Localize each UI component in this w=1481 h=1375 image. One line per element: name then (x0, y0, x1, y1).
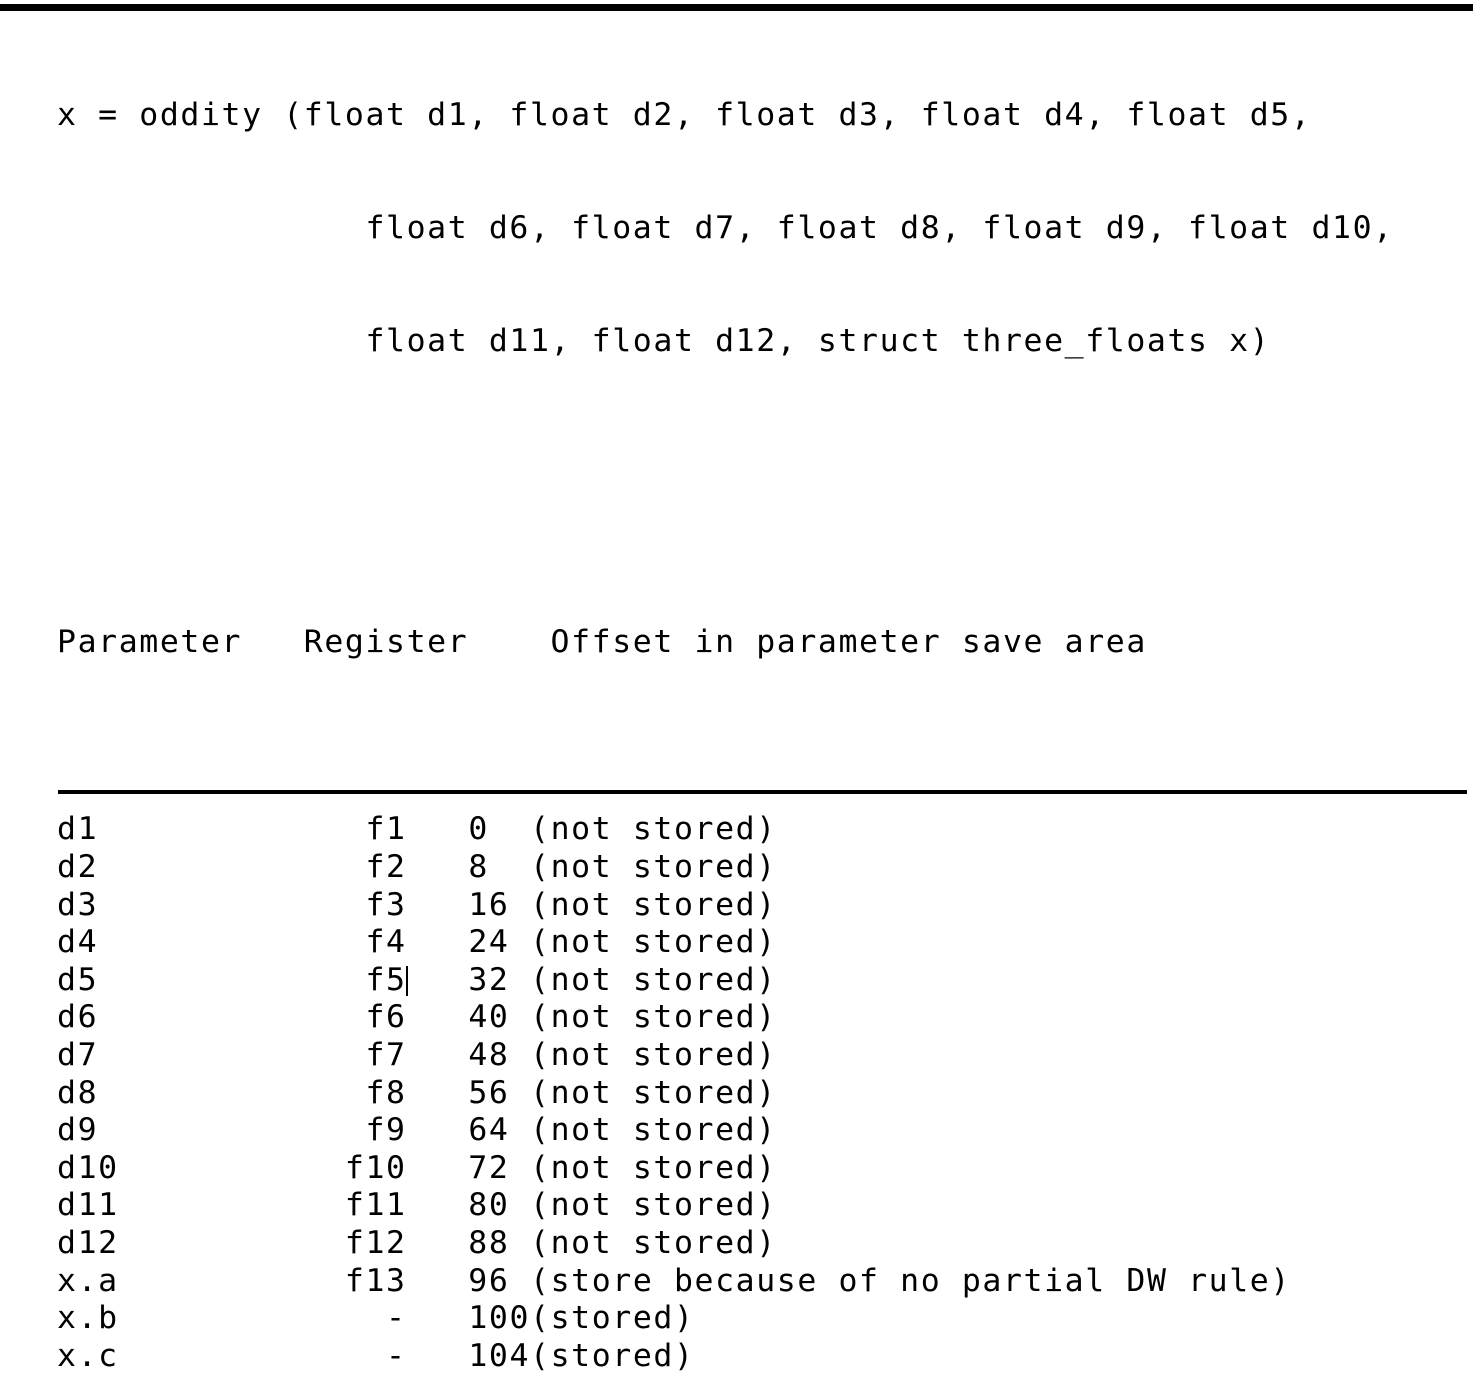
cell-register: f10 (344, 1149, 407, 1186)
cell-note: (not stored) (530, 961, 777, 998)
cell-parameter: d4 (57, 924, 366, 961)
cell-offset: 72 (406, 1149, 530, 1186)
cell-parameter: d5 (57, 961, 366, 998)
cell-offset: 8 (406, 849, 531, 886)
cell-register: - (386, 1300, 407, 1337)
cell-parameter: d10 (57, 1149, 345, 1186)
table-row[interactable]: d10 f10 72 (not stored) (57, 1150, 1457, 1188)
cell-offset: 80 (406, 1187, 530, 1224)
cell-offset: 104 (406, 1337, 531, 1374)
cell-register: f5 (365, 961, 407, 998)
cell-register: f9 (365, 1112, 407, 1149)
table-row[interactable]: d6 f6 40 (not stored) (57, 999, 1457, 1037)
code-listing[interactable]: x = oddity (float d1, float d2, float d3… (57, 22, 1457, 1375)
blank-line (57, 473, 1457, 511)
cell-register: f3 (365, 886, 407, 923)
cell-note: (not stored) (530, 886, 777, 923)
cell-note: (not stored) (530, 924, 777, 961)
signature-line-2: float d6, float d7, float d8, float d9, … (57, 209, 1394, 246)
cell-offset: 64 (406, 1112, 531, 1149)
table-row[interactable]: d9 f9 64 (not stored) (57, 1112, 1457, 1150)
cell-note: (not stored) (530, 999, 777, 1036)
cell-parameter: d7 (57, 1037, 366, 1074)
cell-offset: 0 (406, 811, 531, 848)
cell-parameter: d12 (57, 1225, 345, 1261)
cell-note: (stored) (530, 1300, 695, 1337)
cell-note: (store because of no partial DW rule) (530, 1262, 1291, 1299)
cell-note: (not stored) (530, 1225, 777, 1261)
cell-note: (not stored) (530, 1112, 777, 1149)
table-row[interactable]: d1 f1 0 (not stored) (57, 811, 1457, 849)
cell-offset: 16 (406, 886, 531, 923)
table-row[interactable]: x.a f13 96 (store because of no partial … (57, 1263, 1457, 1301)
cell-offset: 88 (406, 1225, 530, 1261)
table-row[interactable]: x.c - 104(stored) (57, 1338, 1457, 1375)
cell-parameter: d8 (57, 1074, 366, 1111)
cell-parameter: d1 (57, 811, 366, 848)
cell-parameter: d9 (57, 1112, 366, 1149)
cell-register: - (386, 1337, 407, 1374)
cell-parameter: x.b (57, 1300, 387, 1337)
table-row[interactable]: x.b - 100(stored) (57, 1300, 1457, 1338)
cell-register: f13 (344, 1262, 407, 1299)
cell-note: (not stored) (530, 1149, 777, 1186)
document-page: x = oddity (float d1, float d2, float d3… (0, 4, 1473, 1374)
cell-register: f8 (365, 1074, 407, 1111)
table-row[interactable]: d12 f12 88 (not stored) (57, 1225, 1457, 1263)
cell-parameter: d2 (57, 849, 366, 886)
table-row[interactable]: d3 f3 16 (not stored) (57, 887, 1457, 925)
table-row[interactable]: d11 f11 80 (not stored) (57, 1187, 1457, 1225)
cell-note: (not stored) (530, 811, 777, 848)
cell-register: f6 (365, 999, 407, 1036)
cell-parameter: d3 (57, 886, 366, 923)
bottom-horizontal-rule (58, 790, 1467, 794)
cell-register: f4 (365, 924, 407, 961)
cell-register: f7 (365, 1037, 407, 1074)
cell-note: (not stored) (530, 1074, 777, 1111)
table-row[interactable]: d7 f7 48 (not stored) (57, 1037, 1457, 1075)
cell-offset: 96 (406, 1262, 530, 1299)
cell-register: f1 (365, 811, 407, 848)
cell-note: (not stored) (530, 1037, 777, 1074)
cell-offset: 56 (406, 1074, 531, 1111)
cell-offset: 24 (406, 924, 531, 961)
cell-parameter: x.c (57, 1337, 387, 1374)
cell-note: (not stored) (530, 849, 777, 886)
cell-offset: 100 (406, 1300, 531, 1337)
signature-line-1: x = oddity (float d1, float d2, float d3… (57, 97, 1312, 134)
cell-offset: 48 (406, 1037, 531, 1074)
table-row[interactable]: d8 f8 56 (not stored) (57, 1075, 1457, 1113)
cell-offset: 40 (406, 999, 531, 1036)
table-row[interactable]: d5 f5 32 (not stored) (57, 962, 1457, 1000)
cell-register: f11 (344, 1187, 407, 1224)
cell-parameter: x.a (57, 1262, 345, 1299)
cell-parameter: d11 (57, 1187, 345, 1224)
table-row[interactable]: d2 f2 8 (not stored) (57, 849, 1457, 887)
table-header-row: Parameter Register Offset in parameter s… (57, 623, 1147, 660)
cell-note: (stored) (530, 1337, 695, 1374)
signature-line-3: float d11, float d12, struct three_float… (57, 322, 1271, 359)
cell-parameter: d6 (57, 999, 366, 1036)
top-horizontal-rule (0, 4, 1473, 11)
table-row[interactable]: d4 f4 24 (not stored) (57, 924, 1457, 962)
cell-note: (not stored) (530, 1187, 777, 1224)
cell-register: f12 (344, 1225, 407, 1261)
cell-register: f2 (365, 849, 407, 886)
cell-offset: 32 (406, 961, 531, 998)
